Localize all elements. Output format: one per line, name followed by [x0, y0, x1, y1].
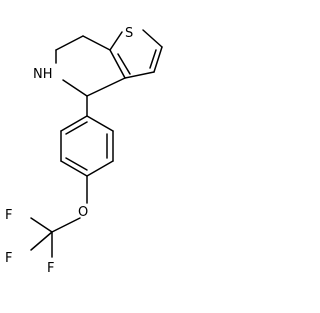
oxygen-atom-label: O	[78, 205, 88, 220]
bond	[60, 115, 88, 132]
bond	[62, 79, 88, 97]
bond	[109, 49, 126, 79]
bond	[30, 217, 53, 233]
bond	[142, 29, 163, 48]
bond	[117, 53, 131, 75]
amine-atom-label: NH	[33, 67, 53, 82]
sulfur-atom-label: S	[125, 26, 133, 41]
bond	[149, 49, 157, 69]
bond	[65, 157, 88, 171]
bond	[86, 77, 126, 97]
fluorine-atom-label: F	[5, 208, 12, 223]
structure-canvas: S NH O F F F	[5, 26, 163, 276]
bond	[55, 35, 84, 51]
fluorine-atom-label: F	[5, 251, 12, 266]
bond	[82, 35, 111, 51]
molecule-structure: S NH O F F F	[5, 26, 163, 276]
atom-labels: S NH O F F F	[5, 26, 133, 276]
bond	[30, 231, 53, 251]
bond	[51, 217, 81, 233]
bonds	[30, 29, 163, 258]
bond	[86, 160, 114, 177]
fluorine-atom-label: F	[47, 261, 54, 276]
bond	[86, 115, 114, 132]
bond	[65, 121, 88, 135]
bond	[60, 160, 88, 177]
bond	[124, 71, 155, 79]
bond	[153, 46, 163, 73]
bond	[109, 31, 123, 51]
